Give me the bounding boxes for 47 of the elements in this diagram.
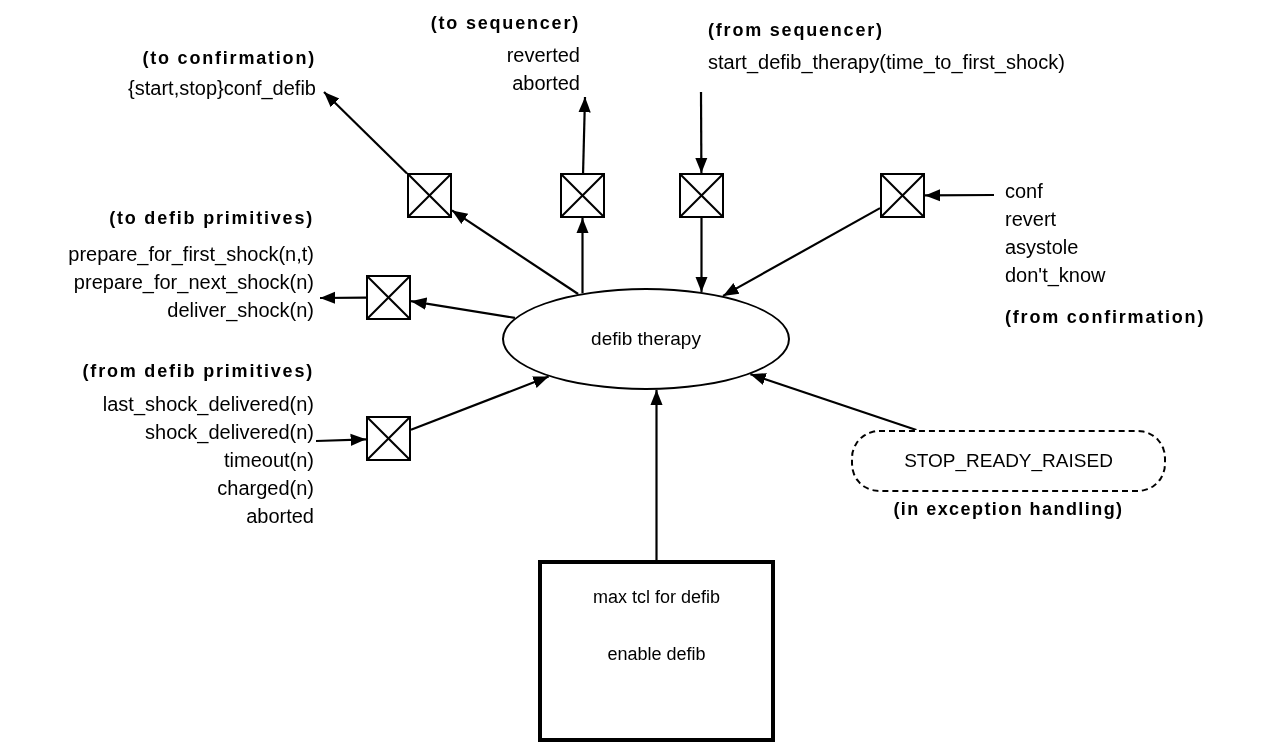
- signal-name: charged(n): [217, 476, 314, 501]
- crossed-box: [366, 275, 411, 320]
- control-label: max tcl for defib: [592, 586, 720, 609]
- signal-name: don't_know: [1005, 263, 1106, 289]
- signal-name: revert: [1005, 207, 1057, 232]
- process-label: defib therapy: [591, 326, 701, 351]
- arrow: [320, 291, 366, 305]
- channel-heading: (to sequencer): [430, 12, 580, 35]
- channel-heading: (from defib primitives): [82, 360, 314, 383]
- arrow: [410, 297, 516, 319]
- signal-name: start_defib_therapy(time_to_first_shock): [708, 50, 1065, 76]
- signal-name: last_shock_delivered(n): [102, 392, 314, 418]
- signal-name: prepare_for_first_shock(n,t): [68, 242, 314, 268]
- node-caption: (in exception handling): [892, 498, 1125, 521]
- channel-heading: (to defib primitives): [109, 207, 314, 230]
- channel-heading: (from sequencer): [708, 19, 884, 42]
- signal-name: aborted: [512, 71, 580, 96]
- signal-name: shock_delivered(n): [145, 420, 314, 446]
- control-label: enable defib: [607, 643, 706, 666]
- crossed-box: [880, 173, 925, 218]
- arrow: [695, 92, 708, 173]
- arrow: [578, 96, 591, 174]
- crossed-box: [366, 416, 411, 461]
- signal-name: {start,stop}conf_defib: [128, 76, 316, 102]
- channel-heading: (to confirmation): [142, 47, 316, 70]
- arrow: [410, 375, 550, 431]
- signal-name: timeout(n): [223, 448, 314, 473]
- exception-label: STOP_READY_RAISED: [904, 448, 1113, 474]
- arrow: [750, 373, 917, 432]
- arrow: [323, 91, 408, 175]
- signal-name: reverted: [506, 43, 580, 68]
- crossed-box: [679, 173, 724, 218]
- signal-name: deliver_shock(n): [167, 298, 314, 324]
- control-box: [538, 560, 775, 742]
- arrow: [650, 389, 663, 560]
- arrow: [315, 433, 367, 446]
- crossed-box: [407, 173, 452, 218]
- signal-name: conf: [1005, 179, 1043, 204]
- crossed-box: [560, 173, 605, 218]
- signal-name: asystole: [1005, 235, 1079, 260]
- arrow: [451, 209, 579, 295]
- channel-heading: (from confirmation): [1005, 306, 1206, 329]
- signal-name: aborted: [246, 504, 314, 529]
- signal-name: prepare_for_next_shock(n): [73, 270, 314, 296]
- arrow: [722, 207, 881, 297]
- arrow: [576, 218, 589, 294]
- arrow: [925, 189, 994, 202]
